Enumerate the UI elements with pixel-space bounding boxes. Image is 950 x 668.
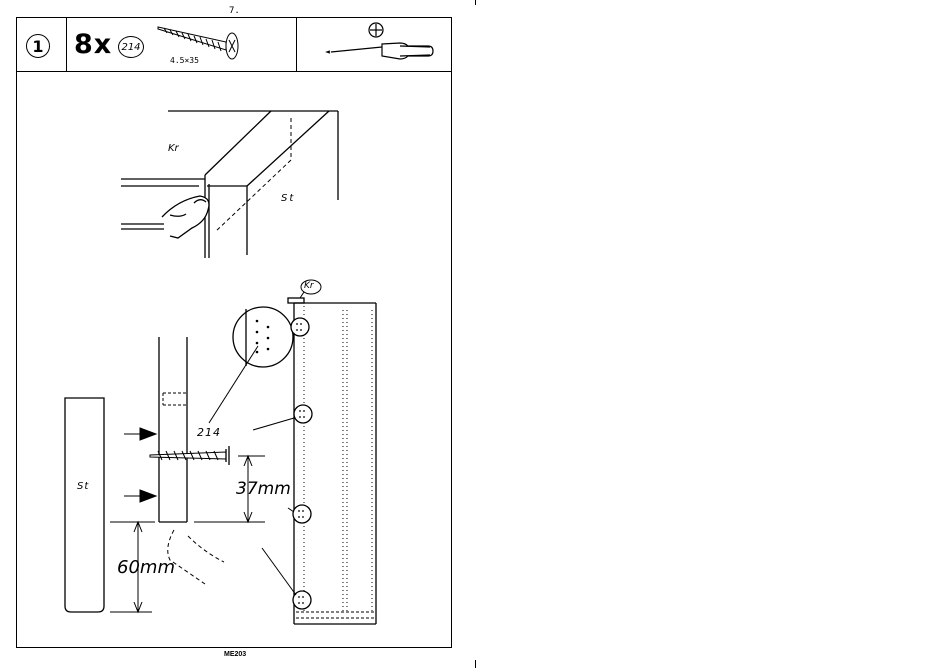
kr-label: Kr [168, 143, 179, 154]
top-assembly-drawing [121, 111, 338, 258]
st-label: St [281, 193, 295, 204]
part-callout-label: 214 [197, 426, 221, 439]
kr-callout-label: Kr [304, 281, 314, 291]
phillips-screwdriver-icon [327, 23, 433, 59]
dimension-60mm: 60mm [117, 557, 175, 578]
wood-screw-icon [158, 27, 238, 59]
st-panel-label: St [77, 481, 89, 492]
dimension-37mm: 37mm [236, 479, 291, 499]
hole-pattern-callout [209, 307, 293, 423]
